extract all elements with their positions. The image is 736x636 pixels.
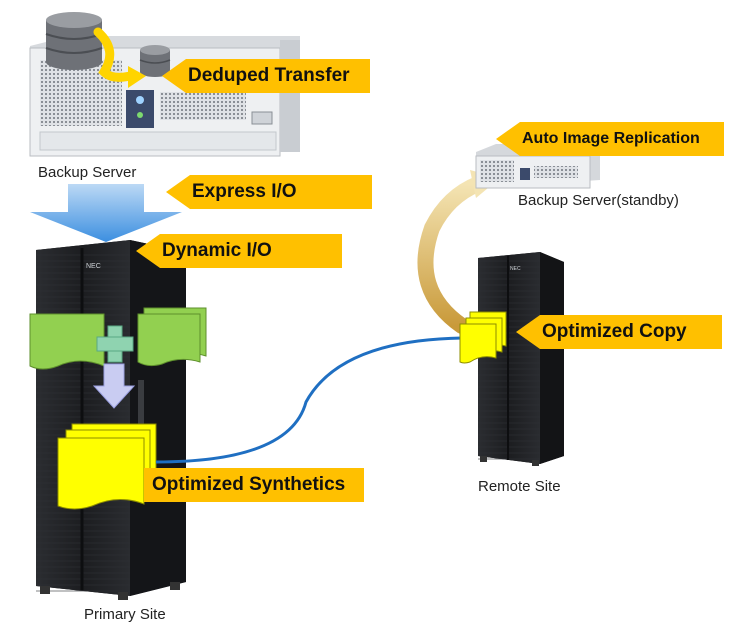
standby-backup-server bbox=[475, 144, 600, 189]
synthetic-document-stack bbox=[57, 423, 157, 510]
auto-image-replication-tag: Auto Image Replication bbox=[496, 122, 724, 156]
optimized-copy-tag: Optimized Copy bbox=[516, 315, 722, 349]
express-io-tag: Express I/O bbox=[166, 175, 372, 209]
database-icon bbox=[45, 12, 103, 70]
replication-link-line bbox=[155, 336, 463, 464]
plus-icon bbox=[96, 325, 134, 363]
express-io-arrow bbox=[30, 184, 182, 242]
dynamic-io-tag: Dynamic I/O bbox=[136, 234, 342, 268]
backup-server-standby-label: Backup Server(standby) bbox=[518, 192, 679, 209]
optimized-synthetics-tag: Optimized Synthetics bbox=[144, 468, 364, 502]
deduped-transfer-tag: Deduped Transfer bbox=[162, 59, 370, 93]
green-document-left bbox=[29, 313, 105, 370]
rack-brand-logo: NEC bbox=[86, 263, 101, 270]
primary-site-label: Primary Site bbox=[84, 606, 166, 623]
small-database-icon bbox=[139, 45, 171, 77]
backup-server-label: Backup Server bbox=[38, 164, 137, 181]
remote-document-stack bbox=[459, 311, 507, 364]
down-arrow-icon bbox=[92, 363, 136, 409]
remote-site-label: Remote Site bbox=[478, 478, 561, 495]
remote-rack-brand-logo: NEC bbox=[510, 266, 521, 272]
remote-rack bbox=[478, 252, 564, 466]
curved-arrow-icon bbox=[93, 27, 146, 88]
primary-rack bbox=[36, 240, 186, 600]
green-document-right bbox=[137, 307, 207, 367]
